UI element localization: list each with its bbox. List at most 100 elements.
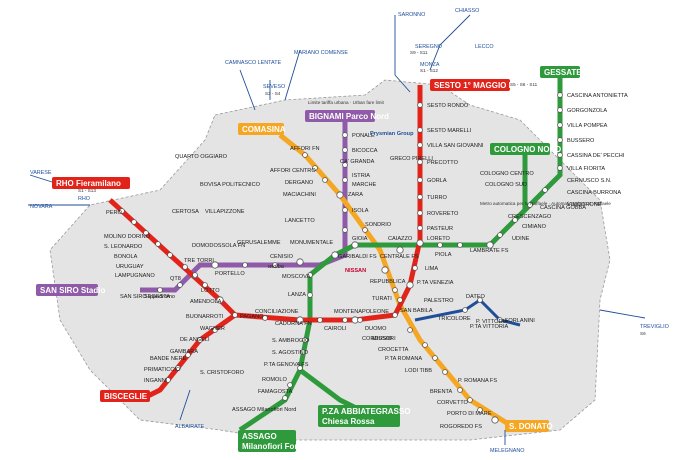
m2-cologno-labels: COLOGNO CENTRO COLOGNO SUD CRESCENZAGO C… [435, 171, 552, 258]
station-label: URUGUAY [116, 264, 144, 270]
station-label: DATEO [466, 294, 486, 300]
rail-line-tags: S1 - S12 S9 - S11 S5 - S6 - S11 S2 - S4 … [78, 50, 646, 336]
station-label: PORTELLO [215, 271, 245, 277]
station-label: LIMA [425, 266, 438, 272]
station-label: LORETO [427, 236, 451, 242]
station-label: CAIAZZO [388, 236, 413, 242]
station-label: VIMODRONE [567, 202, 602, 208]
station-label: SONDRIO [365, 222, 392, 228]
station-label: CAIROLI [324, 326, 347, 332]
station-label: LOTTO [201, 288, 220, 294]
ext-town: LECCO [475, 44, 494, 50]
terminal-assago[interactable]: ASSAGO Milanofiori Forum [238, 430, 310, 452]
station-label: CIMIANO [522, 224, 547, 230]
station-label: DUOMO [365, 326, 387, 332]
station-label: ROGOREDO FS [440, 424, 482, 430]
station-label: REPUBBLICA [370, 279, 406, 285]
station-label: VILLAPIZZONE [205, 209, 245, 215]
terminal-bignami[interactable]: BIGNAMI Parco Nord [305, 110, 389, 122]
svg-text:S1 - S13: S1 - S13 [78, 188, 96, 193]
station-label: VILLA FIORITA [567, 166, 605, 172]
station-label: PIOLA [435, 252, 452, 258]
station-label: SAN SIRO Ippodromo [120, 294, 175, 300]
station-label: BRENTA [430, 389, 453, 395]
station-label: PRIMATICCIO [144, 367, 181, 373]
station-label: BUSSERO [567, 138, 595, 144]
station-label: TRICOLORE [438, 316, 471, 322]
svg-text:RHO Fieramilano: RHO Fieramilano [56, 179, 121, 188]
terminal-sesto[interactable]: SESTO 1° MAGGIO FS [430, 79, 520, 91]
svg-text:GESSATE: GESSATE [544, 68, 582, 77]
external-towns [28, 14, 646, 445]
station-label: LODI TIBB [405, 368, 432, 374]
station-label: PAGANO [240, 314, 264, 320]
station-label: P.TA VITTORIA [470, 324, 509, 330]
station-label: UDINE [512, 236, 530, 242]
station-label: INGANNI [144, 378, 168, 384]
station-label: S. AMBROGIO [272, 338, 310, 344]
ext-town: SEREGNO [415, 44, 442, 50]
svg-text:S6: S6 [640, 331, 646, 336]
station-label: BONOLA [114, 254, 138, 260]
station-label: S. AGOSTINO [272, 350, 309, 356]
station-label: P. ROMANA FS [458, 378, 497, 384]
svg-text:COMASINA: COMASINA [242, 125, 286, 134]
station-label: VILLA POMPEA [567, 123, 608, 129]
ext-town: CHIASSO [455, 8, 479, 14]
station-label: DOMODOSSOLA FN [192, 243, 245, 249]
station-label: MACIACHINI [283, 192, 316, 198]
svg-text:SESTO 1° MAGGIO FS: SESTO 1° MAGGIO FS [434, 81, 520, 90]
svg-text:Milanofiori Forum: Milanofiori Forum [242, 442, 310, 451]
station-label: ISOLA [352, 208, 369, 214]
station-label: CORVETTO [437, 400, 469, 406]
station-label: WAGNER [200, 326, 225, 332]
svg-text:S9 - S11: S9 - S11 [410, 50, 428, 55]
station-label: COLOGNO SUD [485, 182, 527, 188]
svg-text:S1 - S12: S1 - S12 [420, 68, 438, 73]
terminal-sandonato[interactable]: S. DONATO [505, 420, 553, 432]
m5-labels: PONALE BICOCCA CA' GRANDA ISTRIA MARCHE … [120, 133, 378, 300]
m1-central-labels: LIMA P.TA VENEZIA PALESTRO SAN BABILA DU… [240, 266, 454, 342]
station-label: CASCINA BURRONA [567, 190, 621, 196]
station-label: S. CRISTOFORO [200, 370, 245, 376]
station-label: P.TA GENOVA FS [264, 362, 309, 368]
station-label: SESTO RONDÒ [427, 102, 469, 109]
svg-text:Chiesa Rossa: Chiesa Rossa [322, 417, 375, 426]
station-label: BANDE NERE [150, 356, 187, 362]
m1-bisceglie-labels: WAGNER DE ANGELI GAMBARA BANDE NERE PRIM… [144, 326, 225, 384]
station-label: ROVERETO [427, 211, 459, 217]
station-label: ROMOLO [262, 377, 288, 383]
station-label: SESTO MARELLI [427, 128, 472, 134]
sponsor-widiba: widiba [268, 264, 284, 270]
ext-town: MONZA [420, 62, 440, 68]
info-automatic-train: Metro automatica per S. Raffaele · Autom… [480, 201, 611, 206]
terminal-bisceglie[interactable]: BISCEGLIE [100, 390, 150, 402]
ext-town: SARONNO [398, 12, 425, 18]
station-label: PONALE [352, 133, 375, 139]
ext-town: RHO [78, 196, 90, 202]
station-label: MONTENAPOLEONE [334, 309, 389, 315]
station-label: FORLANINI [505, 318, 535, 324]
ext-town: MARIANO COMENSE [294, 50, 348, 56]
ext-town: VARESE [30, 170, 52, 176]
station-label: CORDUSIO [362, 336, 393, 342]
station-label: MONUMENTALE [290, 240, 333, 246]
station-label: CROCETTA [378, 347, 409, 353]
terminal-sansiro[interactable]: SAN SIRO Stadio [36, 284, 105, 296]
station-label: MOLINO DORINO [104, 234, 151, 240]
station-label: GIOIA [352, 236, 368, 242]
svg-text:SAN SIRO Stadio: SAN SIRO Stadio [40, 286, 105, 295]
terminal-comasina[interactable]: COMASINA [238, 123, 286, 135]
terminal-cologno[interactable]: COLOGNO NORD [490, 143, 561, 155]
station-label: PRECOTTO [427, 160, 459, 166]
station-label: P.TA VENEZIA [417, 280, 454, 286]
station-label: P.TA ROMANA [385, 356, 422, 362]
ext-town: SEVESO [263, 84, 285, 90]
terminal-gessate[interactable]: GESSATE [540, 66, 582, 78]
terminal-abbiategrasso[interactable]: P.ZA ABBIATEGRASSO Chiesa Rossa [318, 405, 410, 427]
ext-town: TREVIGLIO [640, 324, 669, 330]
terminal-rho[interactable]: RHO Fieramilano [52, 177, 130, 189]
m4-labels: TRICOLORE DATEO P. VITTORIA FORLANINI [438, 294, 535, 325]
station-dots [119, 92, 563, 424]
station-label: CERTOSA [172, 209, 199, 215]
